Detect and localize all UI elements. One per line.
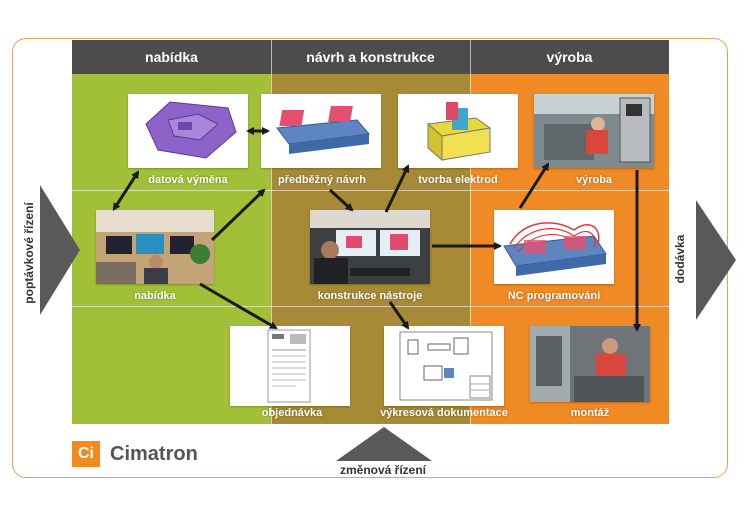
- production-label: výroba: [575, 174, 613, 186]
- change-arrow: [336, 427, 432, 461]
- nc-programming-label: NC programování: [507, 290, 601, 302]
- designer-photo: [310, 210, 430, 284]
- data-exchange-label: datová výměna: [148, 174, 228, 186]
- offer-label: nabídka: [134, 290, 176, 302]
- column-header-design: návrh a konstrukce: [271, 40, 470, 74]
- technical-drawing-image: [384, 326, 504, 406]
- order-card: [230, 326, 350, 406]
- row-divider-1: [72, 190, 669, 191]
- electrodes-card: [398, 94, 518, 168]
- order-document-image: [230, 326, 350, 406]
- prelim-design-card: [261, 94, 381, 168]
- cimatron-logo-icon: Ci: [72, 441, 100, 467]
- change-label: změnová řízení: [339, 463, 427, 477]
- outbound-arrow: [696, 200, 736, 320]
- machinist-photo: [534, 94, 654, 168]
- toolpath-image: [494, 210, 614, 284]
- assembly-card: [530, 326, 650, 402]
- office-photo: [96, 210, 214, 284]
- cimatron-logo-text: Cimatron: [110, 443, 198, 465]
- electrodes-label: tvorba elektrod: [418, 174, 498, 186]
- prelim-design-label: předběžný návrh: [277, 174, 367, 186]
- column-header-offer: nabídka: [72, 40, 271, 74]
- outbound-label: dodávka: [673, 234, 687, 284]
- assembly-label: montáž: [570, 407, 610, 419]
- production-card: [534, 94, 654, 168]
- electrode-image: [398, 94, 518, 168]
- column-divider-1: [271, 40, 272, 424]
- inbound-arrow: [40, 185, 80, 315]
- assembly-photo: [530, 326, 650, 402]
- row-divider-2: [72, 306, 669, 307]
- column-divider-2: [470, 40, 471, 424]
- tool-design-label: konstrukce nástroje: [317, 290, 423, 302]
- nc-programming-card: [494, 210, 614, 284]
- cad-part-image: [128, 94, 248, 168]
- column-header-production: výroba: [470, 40, 669, 74]
- order-label: objednávka: [261, 407, 323, 419]
- inbound-label: poptávkové řízení: [22, 202, 36, 304]
- data-exchange-card: [128, 94, 248, 168]
- tool-design-card: [310, 210, 430, 284]
- mold-layout-image: [261, 94, 381, 168]
- drawings-label: výkresová dokumentace: [380, 407, 508, 419]
- offer-card: [96, 210, 214, 284]
- drawings-card: [384, 326, 504, 406]
